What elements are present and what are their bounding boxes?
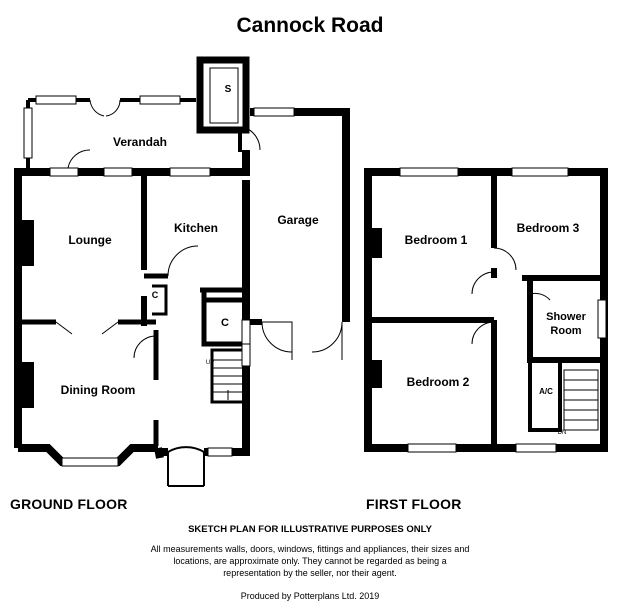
first-floor-label: FIRST FLOOR [366,496,462,512]
first-floor-plan [364,167,608,453]
ac-wall [528,362,562,432]
kitchen-south-wall [144,273,246,293]
label-garage: Garage [277,213,319,227]
verandah-door [89,99,121,117]
cupboard-wall [201,290,246,347]
bed2-fireplace [372,360,382,388]
label-bedroom-3: Bedroom 3 [517,221,580,235]
hall-door-arc [133,335,157,359]
kitchen-door-arc [167,245,199,277]
page-title: Cannock Road [236,14,384,37]
label-dining-room: Dining Room [61,383,136,397]
first-outer-wall [364,168,608,452]
garage-side-door [245,127,261,151]
first-windows [399,167,607,453]
garage-doors [261,321,343,360]
front-door [167,446,205,487]
verandah-lounge-door [67,149,91,169]
label-airing-cupboard: A/C [539,387,553,396]
bed1-fireplace [372,228,382,258]
label-stairs-down: DN [558,430,567,436]
disclaimer-heading: SKETCH PLAN FOR ILLUSTRATIVE PURPOSES ON… [188,524,432,535]
ground-windows [23,95,295,467]
lounge-door [55,321,119,335]
doors-ff [471,247,551,345]
label-bedroom-2: Bedroom 2 [407,375,470,389]
label-stairs-up: UP [206,360,214,366]
landing-wall [522,275,604,363]
first-stairs [563,369,599,431]
credit-text: Produced by Potterplans Ltd. 2019 [240,591,380,601]
label-shower-room-line1: Shower [546,311,586,323]
c1-wall [152,284,168,316]
lounge-fireplace [22,220,34,266]
store-inner [209,67,239,124]
label-verandah: Verandah [113,135,167,149]
disclaimer-text: All measurements walls, doors, windows, … [150,544,470,578]
label-kitchen: Kitchen [174,221,218,235]
label-cupboard-2: C [221,317,229,329]
label-shower-room-line2: Room [550,325,581,337]
label-lounge: Lounge [68,233,112,247]
label-cupboard-1: C [152,290,159,300]
ground-stairs [210,348,246,404]
dining-fireplace [22,362,34,408]
ground-floor-plan [14,56,350,487]
label-store: S [225,84,232,95]
ground-floor-label: GROUND FLOOR [10,496,128,512]
label-bedroom-1: Bedroom 1 [405,233,468,247]
